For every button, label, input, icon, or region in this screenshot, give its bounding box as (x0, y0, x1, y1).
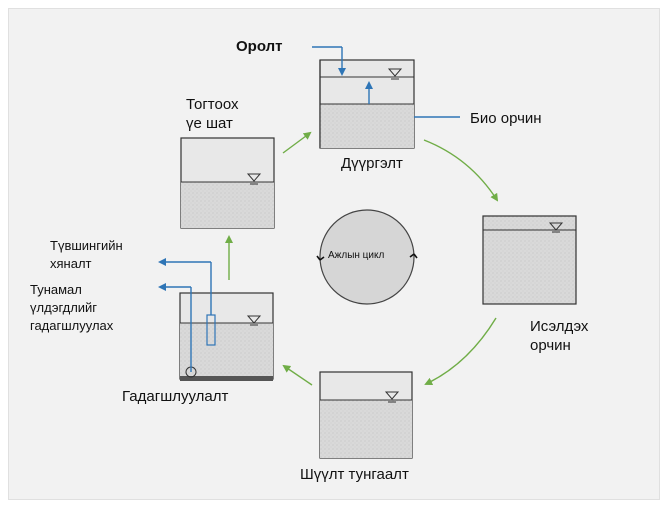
level-control-label-line1: Түвшингийн (50, 238, 123, 253)
level-control-pipe (158, 258, 212, 315)
settling-label-line1: Тогтоох (186, 96, 239, 113)
cycle-label: Ажлын цикл (328, 250, 385, 261)
sludge-removal-label-line3: гадагшлуулах (30, 318, 114, 333)
inlet-pipe (312, 46, 373, 104)
sludge-pipe (158, 283, 192, 372)
tank-oxidation (482, 215, 577, 305)
arrow-settling-to-filling (282, 131, 312, 154)
bio-medium-label: Био орчин (470, 110, 542, 127)
tank-sedimentation (319, 371, 413, 459)
oxidation-label-line2: орчин (530, 337, 571, 354)
settling-label-line2: үе шат (186, 115, 233, 132)
sedimentation-label: Шүүлт тунгаалт (300, 466, 409, 483)
arrow-sedimentation-to-discharge (282, 364, 313, 386)
inlet-label: Оролт (236, 38, 283, 55)
arrow-filling-to-oxidation (423, 139, 499, 202)
discharge-label: Гадагшлуулалт (122, 388, 229, 405)
sludge-removal-label-line2: үлдэгдлийг (30, 300, 98, 315)
arrow-oxidation-to-sedimentation (424, 317, 497, 386)
filling-label: Дүүргэлт (341, 155, 403, 172)
sludge-removal-label-line1: Тунамал (30, 282, 82, 297)
cycle-circle (316, 209, 418, 305)
level-control-label-line2: хяналт (50, 256, 92, 271)
tank-filling (319, 59, 415, 149)
tank-discharge (179, 292, 274, 381)
tank-settling (180, 137, 275, 229)
oxidation-label-line1: Исэлдэх (530, 318, 589, 335)
